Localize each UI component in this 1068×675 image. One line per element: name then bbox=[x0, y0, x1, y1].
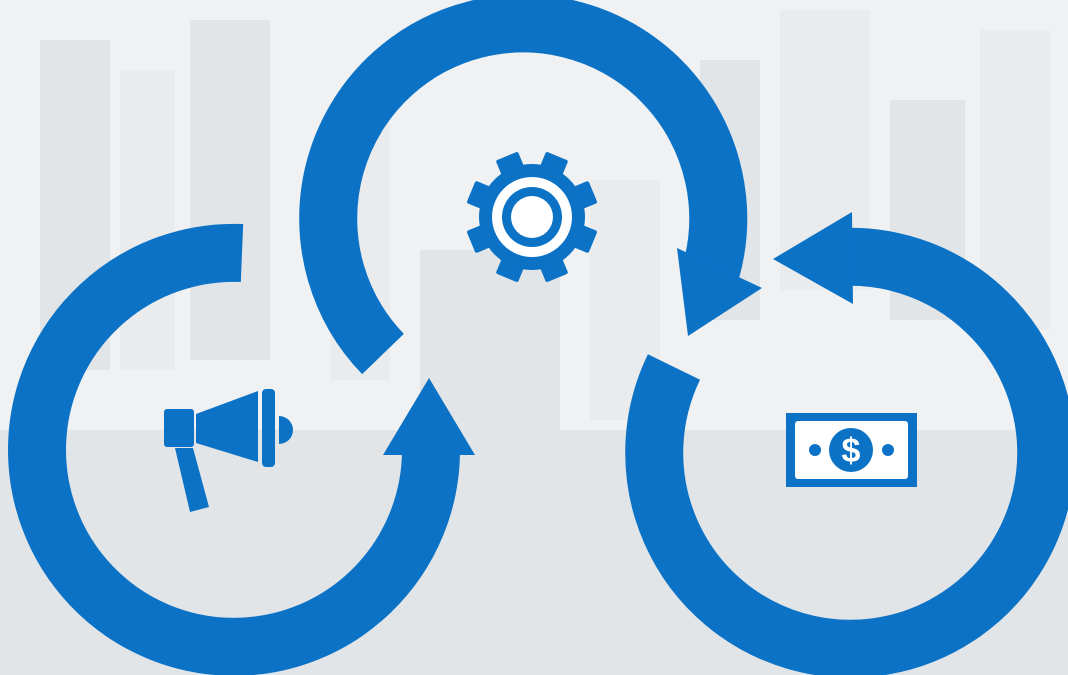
gear-icon bbox=[467, 152, 597, 282]
dollar-bill-icon: $ bbox=[786, 413, 917, 487]
dollar-sign: $ bbox=[842, 432, 861, 470]
operations-loop bbox=[299, 0, 762, 375]
marketing-loop bbox=[8, 223, 475, 675]
finance-loop-arc bbox=[625, 227, 1068, 675]
operations-loop-arrowhead bbox=[677, 248, 762, 336]
finance-loop bbox=[625, 212, 1068, 675]
skyline-building bbox=[120, 70, 175, 370]
skyline-building bbox=[420, 250, 560, 430]
marketing-loop-arrowhead bbox=[383, 378, 475, 455]
skyline-building bbox=[190, 20, 270, 360]
operations-loop-arc bbox=[299, 0, 748, 375]
megaphone-icon bbox=[164, 389, 293, 512]
finance-loop-arrowhead bbox=[773, 212, 853, 304]
background-skyline bbox=[0, 10, 1068, 675]
marketing-loop-arc bbox=[8, 223, 460, 675]
